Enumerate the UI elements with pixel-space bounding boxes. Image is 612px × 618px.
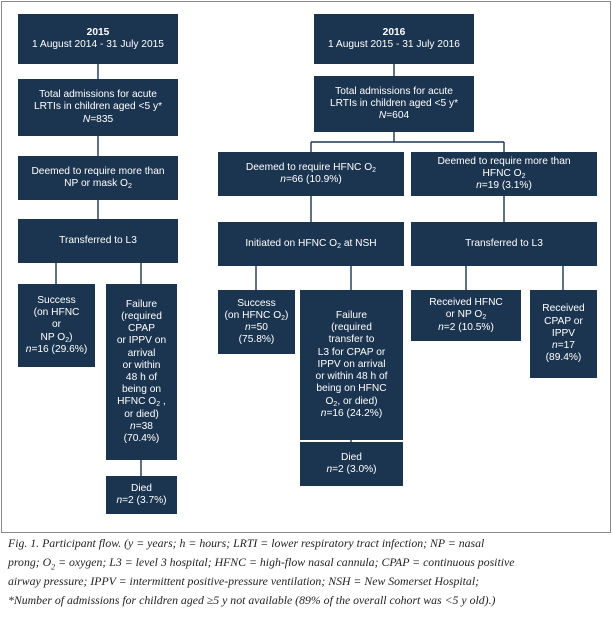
- node-text-line: 48 h of: [125, 372, 158, 383]
- node-text-line: Transferred to L3: [59, 234, 137, 246]
- node-text-line: 2016: [382, 26, 406, 38]
- node-text-line: Received HFNC: [429, 297, 503, 309]
- node-text-line: 1 August 2015 - 31 July 2016: [328, 39, 460, 50]
- node-text-line: HFNC O2: [482, 167, 526, 180]
- node-text-line: n=17: [552, 340, 575, 352]
- caption-line: airway pressure; IPPV = intermittent pos…: [8, 574, 480, 588]
- node-text-line: or NP O2: [445, 309, 487, 322]
- node-text-line: n=2 (10.5%): [438, 321, 494, 333]
- node-text-line: Success: [37, 294, 76, 306]
- node-text-line: CPAP: [128, 323, 155, 335]
- node-y2015-transferred: Transferred to L3: [18, 219, 178, 263]
- node-y2016-initiated: Initiated on HFNC O2 at NSH: [218, 222, 404, 266]
- caption-line: *Number of admissions for children aged …: [8, 593, 496, 607]
- node-text-line: O2, or died): [325, 395, 378, 408]
- node-text-line: Deemed to require HFNC O2: [245, 161, 377, 174]
- node-text-line: n=66 (10.9%): [280, 174, 342, 185]
- node-text-line: (89.4%): [545, 352, 582, 364]
- node-text-line: LRTIs in children aged <5 y*: [329, 97, 459, 109]
- node-text-line: or died): [124, 408, 159, 420]
- node-text-line: n=38: [130, 420, 153, 432]
- node-text-line: (on HFNC: [33, 307, 80, 319]
- node-text-line: arrival: [127, 347, 156, 359]
- node-text-line: being on: [121, 384, 162, 396]
- node-text-line: N=604: [378, 110, 410, 122]
- node-text-line: transfer to: [328, 334, 375, 346]
- node-text-line: Deemed to require more than: [31, 165, 165, 177]
- node-text-line: Died: [131, 482, 152, 494]
- node-text-line: Initiated on HFNC O2 at NSH: [245, 237, 377, 250]
- node-text-line: or IPPV on: [116, 335, 167, 347]
- node-text-line: (required: [331, 322, 372, 334]
- node-text-line: (required: [121, 310, 162, 322]
- node-text-line: Total admissions for acute: [39, 89, 157, 101]
- figure-caption: Fig. 1. Participant flow. (y = years; h …: [8, 534, 606, 610]
- node-text-line: IPPV: [551, 327, 576, 339]
- node-text-line: being on HFNC: [316, 383, 387, 395]
- node-text-line: n=2 (3.7%): [116, 495, 167, 506]
- node-text-line: CPAP or: [544, 315, 583, 327]
- node-text-line: n=16 (29.6%): [25, 343, 88, 355]
- node-text-line: n=50: [245, 322, 268, 333]
- node-text-line: IPPV on arrival: [317, 358, 386, 370]
- node-text-line: L3 for CPAP or: [317, 346, 386, 358]
- node-text-line: Success: [237, 297, 276, 309]
- node-text-line: NP or mask O2: [64, 178, 132, 190]
- node-text-line: or within 48 h of: [315, 371, 388, 383]
- caption-line: prong; O2 = oxygen; L3 = level 3 hospita…: [8, 555, 515, 572]
- node-text-line: LRTIs in children aged <5 y*: [33, 101, 163, 113]
- node-text-line: n=2 (3.0%): [326, 464, 377, 475]
- node-text-line: Received: [542, 303, 585, 315]
- node-text-line: Total admissions for acute: [335, 85, 453, 97]
- node-text-line: n=16 (24.2%): [320, 407, 383, 419]
- node-text-line: (on HFNC O2): [224, 309, 289, 322]
- node-text-line: Deemed to require more than: [437, 155, 571, 167]
- node-text-line: HFNC O2 ,: [117, 396, 166, 409]
- node-text-line: or within: [122, 359, 161, 371]
- node-text-line: N=835: [82, 113, 114, 125]
- connector-layer: [55, 64, 564, 476]
- node-y2016-success: Success(on HFNC O2)n=50(75.8%): [218, 290, 295, 354]
- caption-line: Fig. 1. Participant flow. (y = years; h …: [8, 536, 485, 550]
- node-text-line: Died: [341, 451, 362, 463]
- node-text-line: Failure: [335, 310, 368, 322]
- node-text-line: 2015: [86, 26, 110, 38]
- node-text-line: or: [51, 319, 62, 331]
- node-text-line: Failure: [125, 298, 158, 310]
- node-text-line: NP O2): [40, 331, 73, 344]
- node-text-line: n=19 (3.1%): [476, 180, 532, 192]
- node-text-line: (70.4%): [123, 433, 160, 445]
- node-text-line: (75.8%): [238, 334, 275, 346]
- node-text-line: Transferred to L3: [465, 237, 543, 249]
- node-text-line: 1 August 2014 - 31 July 2015: [32, 39, 164, 50]
- node-y2016-transferred: Transferred to L3: [411, 222, 597, 266]
